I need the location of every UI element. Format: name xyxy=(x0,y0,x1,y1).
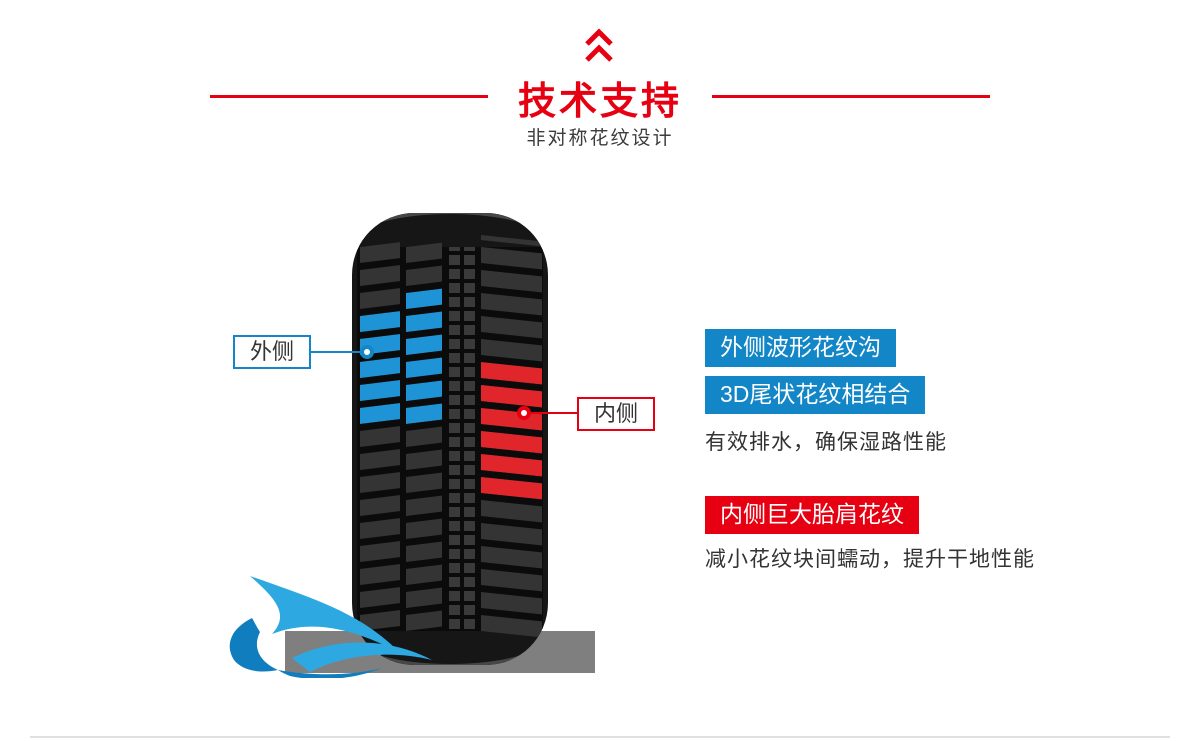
section-subtitle: 非对称花纹设计 xyxy=(526,128,674,149)
feature-badge-3d-tail-pattern: 3D尾状花纹相结合 xyxy=(705,376,926,414)
outer-callout-line xyxy=(310,351,361,353)
feature-description-wet-performance: 有效排水，确保湿路性能 xyxy=(705,431,947,454)
feature-badge-inner-shoulder-pattern: 内侧巨大胎肩花纹 xyxy=(705,496,919,534)
outer-side-label: 外侧 xyxy=(233,335,311,369)
title-rule-right xyxy=(712,95,990,98)
outer-callout-dot xyxy=(360,345,374,359)
tread-rib-2 xyxy=(464,247,475,631)
title-rule-left xyxy=(210,95,488,98)
inner-side-label: 内侧 xyxy=(577,397,655,431)
bottom-divider xyxy=(30,736,1170,738)
tread-rib-1 xyxy=(449,247,460,631)
double-chevron-up-icon xyxy=(585,28,613,62)
tread-col-2 xyxy=(406,242,442,631)
outer-highlight-blocks xyxy=(360,311,400,424)
tread-col-left-shoulder xyxy=(360,242,400,631)
section-title: 技术支持 xyxy=(517,81,682,123)
inner-highlight-blocks xyxy=(481,362,542,500)
tread-col-right-shoulder xyxy=(481,234,542,642)
feature-description-dry-performance: 减小花纹块间蠕动，提升干地性能 xyxy=(705,548,1035,571)
inner-callout-line xyxy=(530,412,577,414)
feature-badge-outer-wave-groove: 外侧波形花纹沟 xyxy=(705,329,896,367)
outer-highlight-blocks-2 xyxy=(406,288,442,424)
inner-callout-dot xyxy=(517,406,531,420)
water-splash-icon xyxy=(229,576,432,678)
